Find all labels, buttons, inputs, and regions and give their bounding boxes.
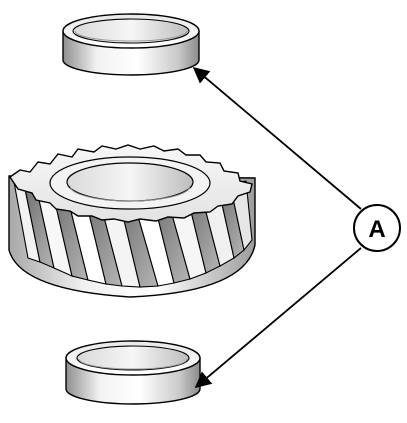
leader-line-upper: [192, 66, 362, 210]
callout-bubble: A: [353, 204, 401, 252]
helical-gear: [8, 144, 256, 298]
callout-label: A: [368, 216, 385, 243]
gear-bore: [66, 162, 194, 202]
upper-bushing: [62, 13, 200, 76]
lower-bushing: [65, 340, 201, 405]
leader-line-lower: [194, 247, 362, 389]
leader-lines: [192, 66, 362, 389]
